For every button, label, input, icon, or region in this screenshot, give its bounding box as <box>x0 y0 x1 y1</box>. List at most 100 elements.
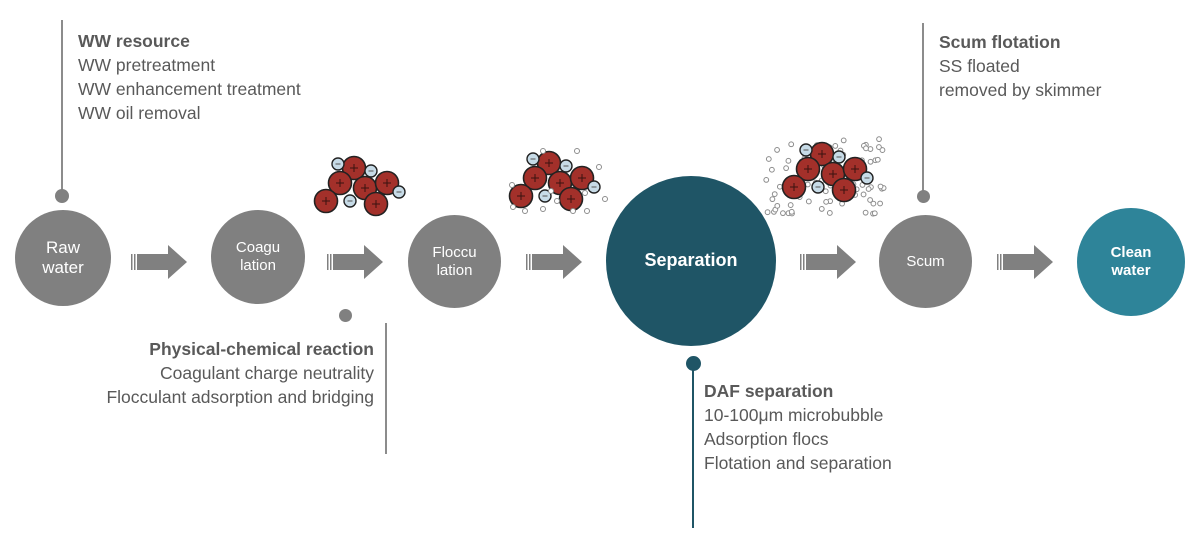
microbubble <box>584 208 590 214</box>
node-separation: Separation <box>606 176 776 346</box>
microbubble <box>509 182 515 188</box>
microbubble <box>776 183 783 190</box>
note-daf-line: Flotation and separation <box>704 453 892 473</box>
negative-particle-icon <box>331 157 345 171</box>
positive-particle-icon <box>558 186 584 212</box>
negative-particle-icon <box>526 152 540 166</box>
node-raw-water: Raw water <box>15 210 111 306</box>
note-ww-line: WW enhancement treatment <box>78 79 301 99</box>
negative-particle-icon <box>559 159 573 173</box>
microbubble <box>768 166 775 173</box>
negative-particle-icon <box>392 185 406 199</box>
positive-particle-icon <box>313 188 339 214</box>
node-clean-water: Clean water <box>1077 208 1185 316</box>
microbubble <box>522 208 528 214</box>
note-ww-line: WW oil removal <box>78 103 201 123</box>
microbubble <box>874 156 881 163</box>
node-flocculation-label: Floccu lation <box>432 243 477 279</box>
positive-particle-icon <box>508 183 534 209</box>
node-flocculation: Floccu lation <box>408 215 501 308</box>
note-daf-title: DAF separation <box>704 381 834 401</box>
microbubble <box>867 197 873 203</box>
floated-flocs-illustration <box>763 136 887 217</box>
note-phys-title: Physical-chemical reaction <box>149 339 374 359</box>
note-physical-chemical: Physical-chemical reaction Coagulant cha… <box>100 337 374 409</box>
callout-line-daf <box>692 368 694 528</box>
callout-line-phys <box>385 323 387 454</box>
microbubble <box>879 147 886 153</box>
negative-particle-icon <box>799 143 813 157</box>
microbubble <box>818 206 825 212</box>
node-scum-label: Scum <box>906 252 945 270</box>
flocculated-flocs-illustration <box>508 148 608 214</box>
note-phys-line: Flocculant adsorption and bridging <box>106 387 374 407</box>
positive-particle-icon <box>795 156 821 182</box>
note-daf-line: Adsorption flocs <box>704 429 829 449</box>
microbubble <box>548 188 554 194</box>
microbubble <box>788 208 795 215</box>
positive-particle-icon <box>831 177 857 203</box>
microbubble <box>785 157 792 164</box>
callout-dot-ww <box>55 189 69 203</box>
microbubble <box>862 209 869 216</box>
microbubble <box>876 144 882 150</box>
node-clean-water-label: Clean water <box>1110 244 1152 279</box>
note-daf-line: 10-100μm microbubble <box>704 405 884 425</box>
microbubble <box>763 176 770 183</box>
positive-particle-icon <box>374 170 400 196</box>
microbubble <box>787 202 794 208</box>
microbubble <box>602 196 608 202</box>
negative-particle-icon <box>364 164 378 178</box>
node-coagulation-label: Coagu lation <box>235 239 281 274</box>
microbubble <box>826 210 833 216</box>
microbubble <box>764 209 771 216</box>
arrow-icon <box>997 245 1053 279</box>
node-raw-water-label: Raw water <box>42 237 84 277</box>
arrow-icon <box>800 245 856 279</box>
microbubble <box>574 148 580 154</box>
microbubble <box>870 200 877 207</box>
positive-particle-icon <box>569 165 595 191</box>
callout-dot-daf <box>686 356 701 371</box>
microbubble <box>832 143 839 149</box>
negative-particle-icon <box>538 189 552 203</box>
microbubble <box>596 164 602 170</box>
microbubble <box>876 136 882 143</box>
callout-dot-scum <box>917 190 930 203</box>
negative-particle-icon <box>343 194 357 208</box>
microbubble <box>877 183 884 190</box>
microbubble <box>554 198 560 204</box>
arrow-icon <box>526 245 582 279</box>
callout-dot-phys <box>339 309 352 322</box>
note-ww-line: WW pretreatment <box>78 55 216 75</box>
note-scum-flotation: Scum flotation SS floated removed by ski… <box>939 30 1101 102</box>
note-scum-title: Scum flotation <box>939 32 1061 52</box>
microbubble <box>805 198 812 205</box>
note-ww-title: WW resource <box>78 31 190 51</box>
positive-particle-icon <box>327 170 353 196</box>
positive-particle-icon <box>522 165 548 191</box>
microbubble <box>863 145 869 152</box>
microbubble <box>867 158 874 165</box>
note-scum-line: removed by skimmer <box>939 80 1102 100</box>
microbubble <box>771 191 778 198</box>
positive-particle-icon <box>842 156 868 182</box>
microbubble <box>860 191 867 198</box>
microbubble <box>510 204 516 210</box>
microbubble <box>570 208 576 214</box>
positive-particle-icon <box>781 174 807 200</box>
microbubble <box>540 206 546 212</box>
negative-particle-icon <box>860 171 874 185</box>
microbubble <box>769 196 776 203</box>
microbubble <box>823 198 830 205</box>
microbubble <box>822 188 829 195</box>
arrow-icon <box>131 245 187 279</box>
node-separation-label: Separation <box>644 250 738 271</box>
callout-line-scum <box>922 23 924 195</box>
microbubble <box>774 147 780 153</box>
coagulated-flocs-illustration <box>313 155 406 217</box>
negative-particle-icon <box>587 180 601 194</box>
microbubble <box>840 137 847 144</box>
microbubble <box>780 210 786 217</box>
arrow-icon <box>327 245 383 279</box>
